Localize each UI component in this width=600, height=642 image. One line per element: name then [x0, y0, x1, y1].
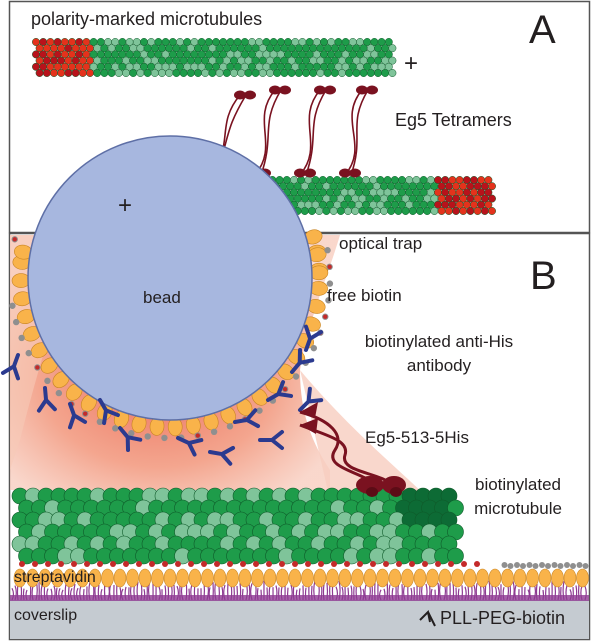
panel-b-letter: B	[530, 254, 557, 298]
eg5-513-5his-motor	[299, 402, 406, 497]
motor-construct-label: Eg5-513-5His	[365, 428, 469, 447]
microtubule-label-line2: microtubule	[474, 499, 562, 518]
pll-peg-biotin-label: PLL-PEG-biotin	[440, 608, 566, 628]
antibody-label-line2: antibody	[406, 356, 472, 375]
surface-streptavidin-layer	[13, 562, 589, 588]
microtubule-label-line1: biotinylated	[474, 475, 561, 494]
eg5-tetramers-label: Eg5 Tetramers	[395, 110, 512, 130]
coverslip	[10, 600, 589, 639]
antibody-label-line1: biotinylated anti-His	[364, 332, 514, 351]
panel-a-title: polarity-marked microtubules	[31, 9, 263, 29]
panel-a-letter: A	[529, 8, 556, 52]
bead-label: bead	[143, 288, 181, 307]
pll-peg-arrow-icon	[419, 609, 436, 627]
optical-trap-label: optical trap	[339, 234, 423, 253]
streptavidin-label: streptavidin	[14, 569, 96, 586]
plus-end-top: +	[404, 50, 419, 77]
bead	[27, 135, 313, 421]
biotinylated-antibodies	[0, 324, 324, 466]
biotinylated-microtubule	[11, 487, 480, 567]
free-biotin-label: free biotin	[327, 286, 402, 305]
plus-end-bottom: +	[118, 192, 133, 219]
coverslip-label: coverslip	[14, 607, 78, 624]
